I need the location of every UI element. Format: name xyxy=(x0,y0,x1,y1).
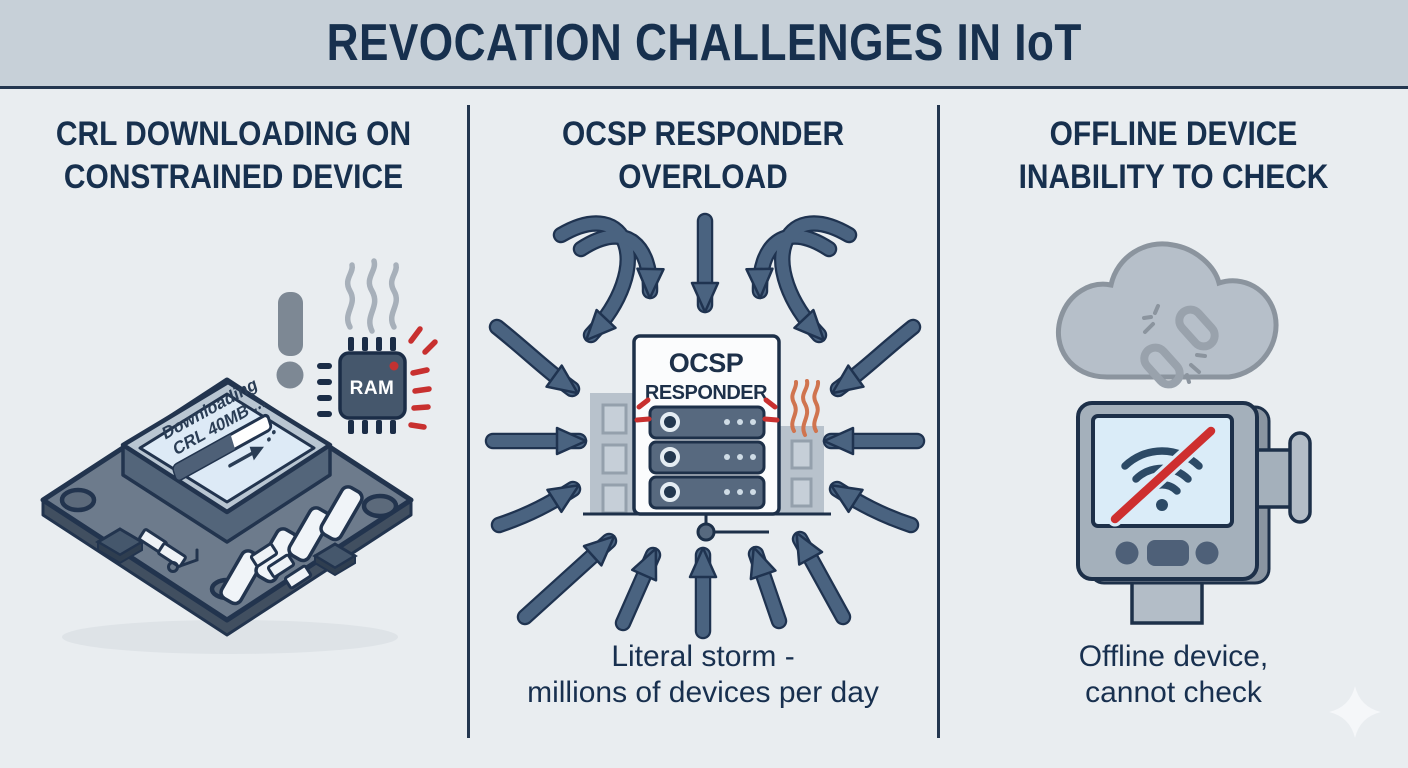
overheat-dot xyxy=(389,361,399,371)
storm-arrow xyxy=(491,321,579,395)
storm-arrow xyxy=(749,546,785,627)
panel-offline-heading: OFFLINE DEVICE INABILITY TO CHECK xyxy=(1018,115,1329,196)
progress-bar xyxy=(172,413,273,482)
storm-arrow xyxy=(519,535,616,623)
heat-squiggle-icon xyxy=(790,379,821,437)
ocsp-card: OCSP RESPONDER xyxy=(632,334,781,516)
storm-arrow xyxy=(617,547,659,629)
panel-ocsp: OCSP RESPONDER OVERLOAD xyxy=(469,89,937,768)
overheat-dashes xyxy=(408,326,438,430)
smd-component xyxy=(95,527,145,565)
screw-hole xyxy=(361,493,399,519)
storm-arrow xyxy=(745,230,835,300)
offline-caption: Offline device, cannot check xyxy=(1078,640,1269,709)
wifi-off-icon xyxy=(1107,423,1219,527)
panel-crl-heading: CRL DOWNLOADING ON CONSTRAINED DEVICE xyxy=(55,115,412,196)
panel-divider-left xyxy=(467,105,470,738)
no-signal-slash xyxy=(1110,426,1216,524)
panel-divider-right xyxy=(937,105,940,738)
iot-device-icon xyxy=(1076,401,1312,625)
storm-arrow xyxy=(831,321,919,395)
storm-arrow xyxy=(794,531,849,623)
ram-chip-icon: RAM xyxy=(317,326,438,434)
panel-crl: CRL DOWNLOADING ON CONSTRAINED DEVICE xyxy=(0,89,467,768)
page-title: REVOCATION CHALLENGES IN IoT xyxy=(326,14,1082,72)
ocsp-card-line2: RESPONDER xyxy=(645,382,768,404)
ram-label: RAM xyxy=(350,378,395,399)
network-node-icon xyxy=(696,514,769,542)
panel-ocsp-heading: OCSP RESPONDER OVERLOAD xyxy=(561,115,845,196)
ocsp-caption: Literal storm - millions of devices per … xyxy=(527,640,879,709)
mount-bar xyxy=(1288,431,1312,524)
title-bar: REVOCATION CHALLENGES IN IoT xyxy=(0,0,1408,89)
exclamation-icon xyxy=(276,292,304,389)
cloud-icon xyxy=(1055,241,1279,380)
board-logo xyxy=(167,548,199,573)
storm-arrow xyxy=(493,483,581,531)
broken-link-icon xyxy=(1140,304,1219,389)
stress-dashes xyxy=(634,397,780,423)
smd-component xyxy=(312,542,358,577)
heat-waves-icon xyxy=(344,258,399,334)
progress-arrow xyxy=(228,429,276,468)
board-chip: Downloading CRL 40MB ... xyxy=(120,373,333,544)
storm-arrows xyxy=(484,212,926,640)
solder-pads xyxy=(138,528,313,590)
panel-offline: OFFLINE DEVICE INABILITY TO CHECK xyxy=(939,89,1408,768)
ocsp-illustration: OCSP RESPONDER xyxy=(484,212,926,640)
server-rack-icon xyxy=(648,405,766,510)
sparkle-icon xyxy=(1329,686,1381,738)
storm-arrow xyxy=(575,230,665,300)
storm-arrow xyxy=(829,483,917,531)
device-buttons xyxy=(1115,540,1219,566)
screw-hole xyxy=(59,487,97,513)
board-shadow xyxy=(62,620,398,654)
crl-illustration: RAM xyxy=(40,258,438,654)
ocsp-card-line1: OCSP xyxy=(669,348,744,378)
storm-arrow xyxy=(776,217,855,342)
content-area: CRL DOWNLOADING ON CONSTRAINED DEVICE xyxy=(0,89,1408,768)
offline-illustration xyxy=(1055,241,1381,738)
